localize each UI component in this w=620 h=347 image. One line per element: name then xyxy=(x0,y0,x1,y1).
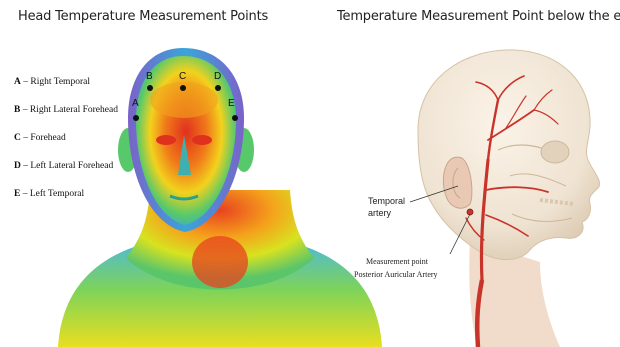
thermal-left-eye xyxy=(192,135,212,145)
legend-item-a: A – Right Temporal xyxy=(14,76,118,104)
thermal-right-eye xyxy=(156,135,176,145)
temporal-artery-label-line2: artery xyxy=(368,208,392,218)
point-d-marker xyxy=(215,85,221,91)
point-a-label: A xyxy=(132,98,139,109)
anatomy-head xyxy=(418,50,600,260)
point-e-label: E xyxy=(228,98,235,109)
point-c-label: C xyxy=(179,71,186,82)
measurement-points-legend: A – Right Temporal B – Right Lateral For… xyxy=(14,76,118,216)
point-b-marker xyxy=(147,85,153,91)
measurement-point-label-line2: Posterior Auricular Artery xyxy=(354,270,438,279)
point-d-label: D xyxy=(214,71,221,82)
point-e-marker xyxy=(232,115,238,121)
legend-item-b: B – Right Lateral Forehead xyxy=(14,104,118,132)
point-a-marker xyxy=(133,115,139,121)
measurement-point-label-line1: Measurement point xyxy=(366,257,429,266)
anatomy-figure: Temporal artery Measurement point Poster… xyxy=(354,50,600,347)
legend-item-e: E – Left Temporal xyxy=(14,188,118,216)
anatomy-eye-socket xyxy=(541,141,569,163)
legend-item-d: D – Left Lateral Forehead xyxy=(14,160,118,188)
legend-item-c: C – Forehead xyxy=(14,132,118,160)
point-c-marker xyxy=(180,85,186,91)
point-b-label: B xyxy=(146,71,153,82)
temporal-artery-label-line1: Temporal xyxy=(368,196,405,206)
